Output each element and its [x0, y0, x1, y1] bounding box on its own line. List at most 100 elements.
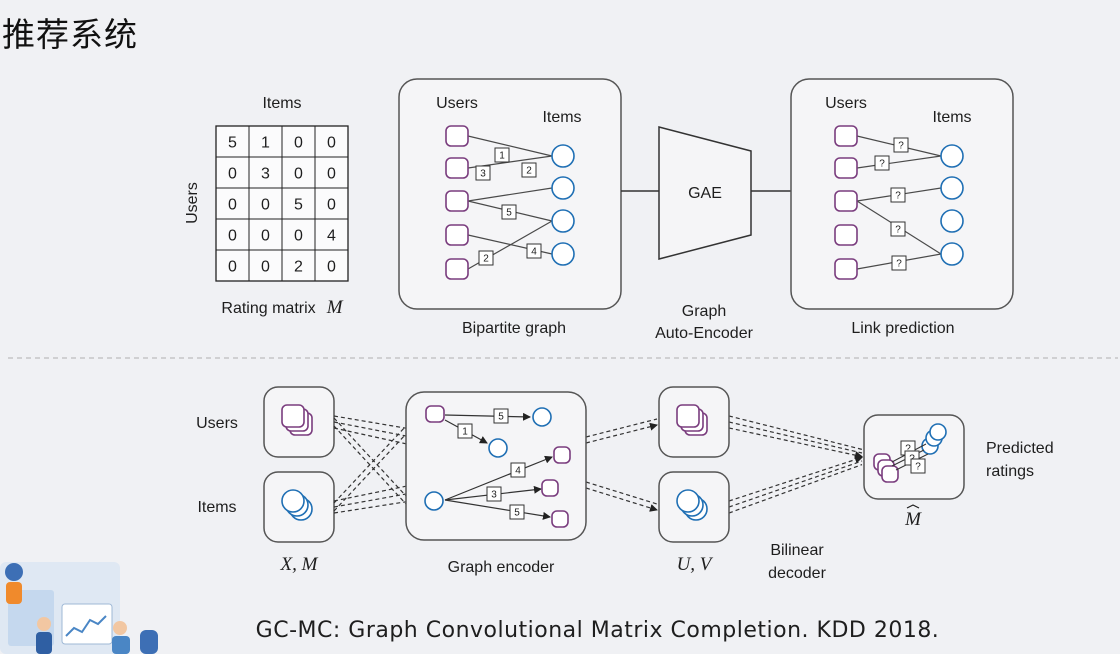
- gae-box-label: GAE: [688, 185, 722, 202]
- bipartite-edge-label-box: [494, 147, 510, 163]
- link-prediction-nodes: [834, 125, 964, 280]
- link-user-node: [834, 224, 858, 246]
- pipeline-items-label: Items: [197, 499, 236, 516]
- encoder-edge: [444, 412, 531, 421]
- link-item-node: [940, 209, 964, 233]
- matrix-symbol: M: [326, 297, 344, 318]
- dashed-flow: [585, 422, 658, 444]
- bipartite-edge-label: 2: [526, 166, 532, 177]
- dashed-flow: [728, 455, 863, 502]
- bipartite-items-label: Items: [542, 109, 581, 126]
- bipartite-user-node: [445, 190, 469, 212]
- link-user-node: [834, 125, 858, 147]
- gae-caption-line1: Graph: [682, 303, 726, 320]
- matrix-cell: 2: [294, 259, 303, 276]
- bipartite-edge-label: 4: [531, 247, 537, 258]
- pipeline-users-label: Users: [196, 415, 238, 432]
- matrix-col-header: Items: [262, 95, 301, 112]
- encoder-user-node: [425, 405, 445, 423]
- output-symbol: M: [904, 509, 922, 530]
- bipartite-item-node: [551, 144, 575, 168]
- encoder-user-node: [553, 446, 571, 464]
- matrix-row-header: Users: [184, 182, 201, 224]
- matrix-cell: 0: [261, 259, 270, 276]
- link-edge-label-box: [874, 155, 890, 171]
- matrix-cell: 0: [294, 135, 303, 152]
- link-item-node: [940, 176, 964, 200]
- link-item-node: [940, 144, 964, 168]
- link-user-node: [834, 157, 858, 179]
- decorative-illustration: [0, 562, 158, 654]
- encoder-item-node: [532, 407, 552, 427]
- dashed-flow: [585, 418, 658, 438]
- page-title: 推荐系统: [2, 15, 138, 54]
- matrix-cell: 0: [228, 259, 237, 276]
- decor-person-body: [6, 582, 22, 604]
- output-item-node: [929, 423, 947, 441]
- output-label-line1: Predicted: [986, 440, 1054, 457]
- bipartite-edge-label: 1: [499, 151, 505, 162]
- output-edge-label: ?: [905, 444, 911, 455]
- user-embedding-icon: [676, 404, 700, 428]
- link-item-node: [940, 242, 964, 266]
- matrix-cell: 1: [261, 135, 270, 152]
- matrix-cell: 4: [327, 228, 336, 245]
- bipartite-user-node: [445, 157, 469, 179]
- output-user-node: [881, 465, 899, 483]
- output-symbol-hat: [906, 504, 920, 509]
- inputs-symbol: X, M: [280, 554, 319, 575]
- bipartite-edge-label-box: [521, 162, 537, 178]
- encoder-user-node: [541, 479, 559, 497]
- bipartite-user-node: [445, 224, 469, 246]
- encoder-item-node: [424, 491, 444, 511]
- dashed-flow: [728, 460, 863, 508]
- dashed-flow: [728, 464, 863, 514]
- encoder-edge-label-box: [509, 504, 525, 520]
- decoder-label-line1: Bilinear: [770, 542, 824, 559]
- matrix-cell: 5: [294, 197, 303, 214]
- dashed-flow: [728, 415, 863, 450]
- decor-person3-body: [112, 636, 130, 654]
- encoder-edge-label-box: [486, 486, 502, 502]
- matrix-cell: 0: [228, 166, 237, 183]
- encoder-edge-label: 5: [514, 508, 520, 519]
- bipartite-edge: [467, 135, 553, 157]
- dashed-flow: [728, 421, 863, 454]
- dashed-flows: [333, 415, 863, 514]
- gae-trapezoid: [658, 126, 752, 260]
- decoder-label-line2: decoder: [768, 565, 826, 582]
- encoder-edge-label: 4: [515, 466, 521, 477]
- output-edge-label-box: [910, 458, 926, 474]
- bipartite-item-node: [551, 209, 575, 233]
- bipartite-user-node: [445, 125, 469, 147]
- citation: GC-MC: Graph Convolutional Matrix Comple…: [255, 618, 940, 643]
- link-edge-label-box: [891, 255, 907, 271]
- matrix-caption-line: Rating matrix M: [221, 297, 343, 318]
- dashed-flow: [333, 425, 407, 505]
- dashed-flow: [333, 415, 407, 429]
- link-edge-label: ?: [895, 225, 901, 236]
- user-embedding-stack: [676, 404, 708, 436]
- decor-person-head: [5, 563, 23, 581]
- link-edge-label: ?: [898, 141, 904, 152]
- bipartite-edge-label-box: [475, 165, 491, 181]
- item-feature-icon: [281, 489, 305, 513]
- dashed-flow: [333, 417, 407, 497]
- decor-person3-head: [113, 621, 127, 635]
- matrix-cell: 3: [261, 166, 270, 183]
- link-prediction-edges: ?????: [856, 135, 942, 271]
- matrix-cell: 0: [261, 228, 270, 245]
- encoder-edge-label: 1: [462, 427, 468, 438]
- matrix-cell: 0: [327, 197, 336, 214]
- matrix-cell: 0: [228, 197, 237, 214]
- output-label-line2: ratings: [986, 463, 1034, 480]
- link-user-node: [834, 190, 858, 212]
- bipartite-edge-label: 3: [480, 169, 486, 180]
- encoder-item-node: [488, 438, 508, 458]
- matrix-cell: 0: [327, 135, 336, 152]
